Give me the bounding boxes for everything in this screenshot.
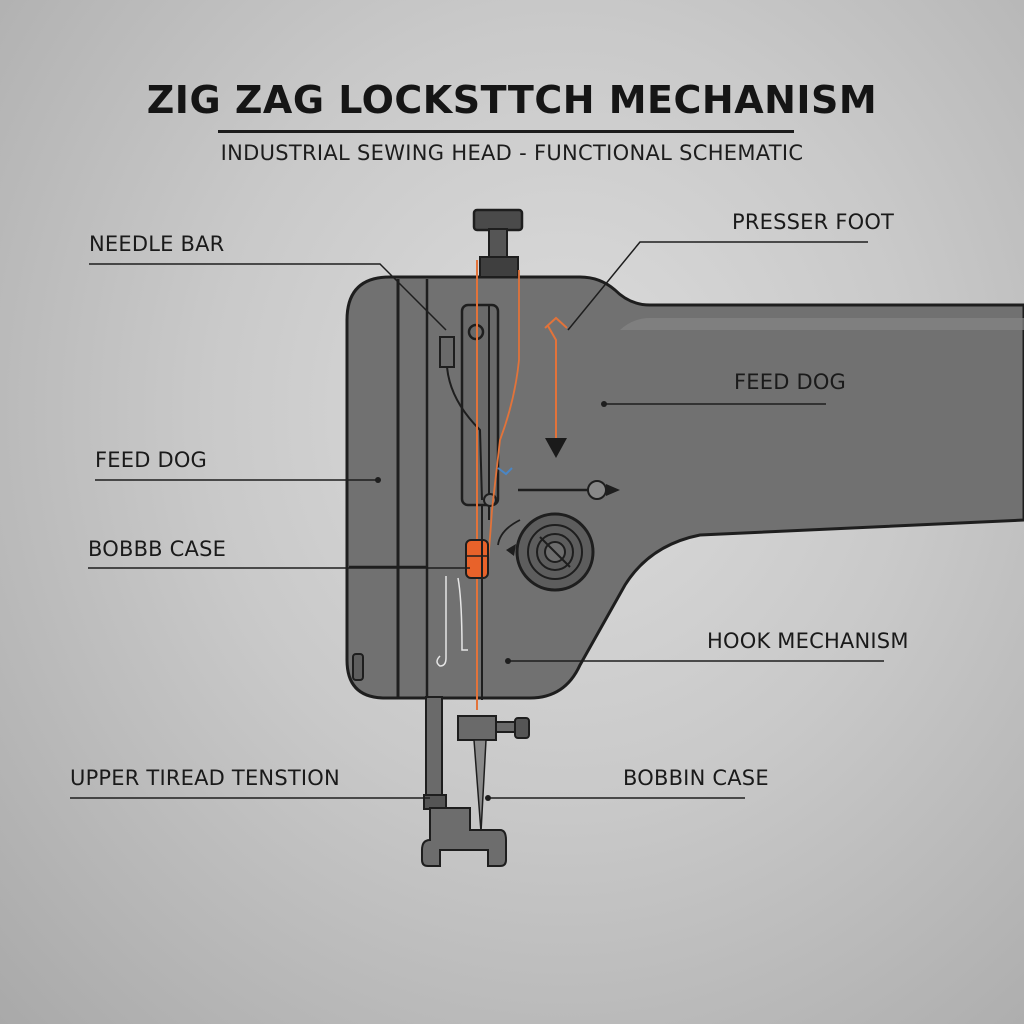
- presser-foot-clamp: [423, 794, 447, 810]
- leader-needle-bar: [89, 263, 447, 331]
- label-upper-thread-tension: UPPER TIREAD TENSTION: [70, 766, 340, 790]
- linkage-arm: [446, 366, 483, 501]
- tension-lever-tip: [606, 484, 620, 496]
- diagram-subtitle: INDUSTRIAL SEWING HEAD - FUNCTIONAL SCHE…: [220, 141, 804, 165]
- small-pointer-icon: [506, 544, 516, 556]
- label-needle-bar: NEEDLE BAR: [89, 232, 225, 256]
- arm-highlight: [620, 318, 1024, 330]
- side-knob: [352, 653, 364, 681]
- feed-arrow-top: [544, 316, 568, 329]
- hook-dial-ring-inner: [536, 533, 574, 571]
- presser-foot: [421, 807, 507, 867]
- needle: [473, 739, 487, 833]
- leader-dot: [375, 477, 381, 483]
- needle-clamp-knob: [514, 717, 530, 739]
- top-cap-base: [479, 256, 519, 278]
- leader-presser-foot: [567, 241, 868, 331]
- feed-arrow-head: [545, 438, 567, 458]
- feed-arrow-line: [547, 325, 557, 440]
- top-cap-stem: [488, 228, 508, 260]
- leader-lines: [70, 241, 884, 799]
- hook-dial-slot: [539, 536, 571, 568]
- thread-loop-line: [487, 270, 520, 561]
- top-cap: [472, 208, 524, 232]
- label-bobbb-case: BOBBB CASE: [88, 537, 227, 561]
- title-underline: [218, 130, 794, 133]
- leader-dot: [485, 795, 491, 801]
- label-feed-dog-right: FEED DOG: [734, 370, 847, 394]
- needle-bar-clamp: [439, 336, 455, 368]
- blue-thread-mark: [497, 467, 513, 476]
- leader-dots: [375, 401, 607, 801]
- needle-bar-housing: [460, 303, 500, 507]
- thread-guide: [457, 577, 468, 651]
- presser-bar: [425, 696, 443, 798]
- leader-dot: [601, 401, 607, 407]
- label-presser-foot: PRESSER FOOT: [732, 210, 895, 234]
- hook-arc: [497, 519, 521, 546]
- needle-clamp: [457, 715, 497, 741]
- diagram-title: ZIG ZAG LOCKSTTCH MECHANISM: [146, 78, 878, 122]
- bobbin-indicator: [465, 539, 489, 579]
- hook-dial-ring: [527, 524, 583, 580]
- thread-guide: [436, 576, 447, 667]
- leader-dot: [505, 658, 511, 664]
- label-feed-dog-left: FEED DOG: [95, 448, 208, 472]
- tension-lever-knob: [587, 480, 607, 500]
- label-hook-mechanism: HOOK MECHANISM: [707, 629, 909, 653]
- label-bobbin-case: BOBBIN CASE: [623, 766, 769, 790]
- needle-clamp-screw: [495, 721, 517, 733]
